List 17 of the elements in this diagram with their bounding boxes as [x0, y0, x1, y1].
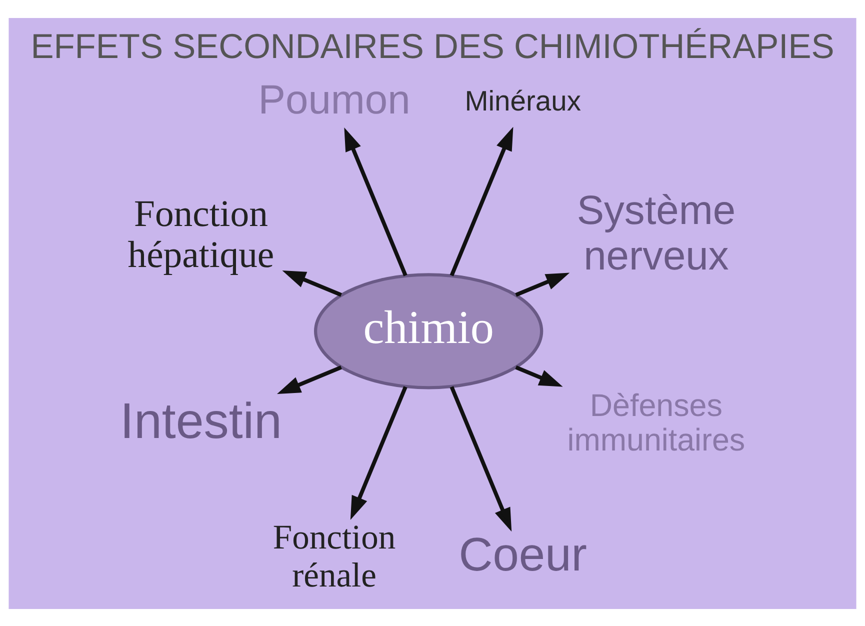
- arrow: [277, 365, 342, 394]
- node-text: Minéraux: [464, 84, 581, 116]
- arrow: [450, 386, 512, 532]
- node-text: Fonction hépatique: [128, 192, 274, 276]
- arrow: [282, 270, 342, 296]
- arrow: [450, 126, 514, 276]
- arrow: [344, 126, 408, 276]
- node-text: Système nerveux: [576, 186, 736, 278]
- arrow: [350, 386, 408, 520]
- arrow: [515, 365, 563, 386]
- node-text: Fonction rénale: [272, 518, 396, 594]
- node-text: Intestin: [120, 392, 282, 449]
- node-text: Dèfenses immunitaires: [567, 388, 746, 458]
- node-text: Coeur: [458, 527, 587, 580]
- node-text: Poumon: [258, 76, 410, 122]
- arrow: [515, 272, 570, 296]
- diagram-title: EFFETS SECONDAIRES DES CHIMIOTHÉRAPIES: [30, 28, 834, 66]
